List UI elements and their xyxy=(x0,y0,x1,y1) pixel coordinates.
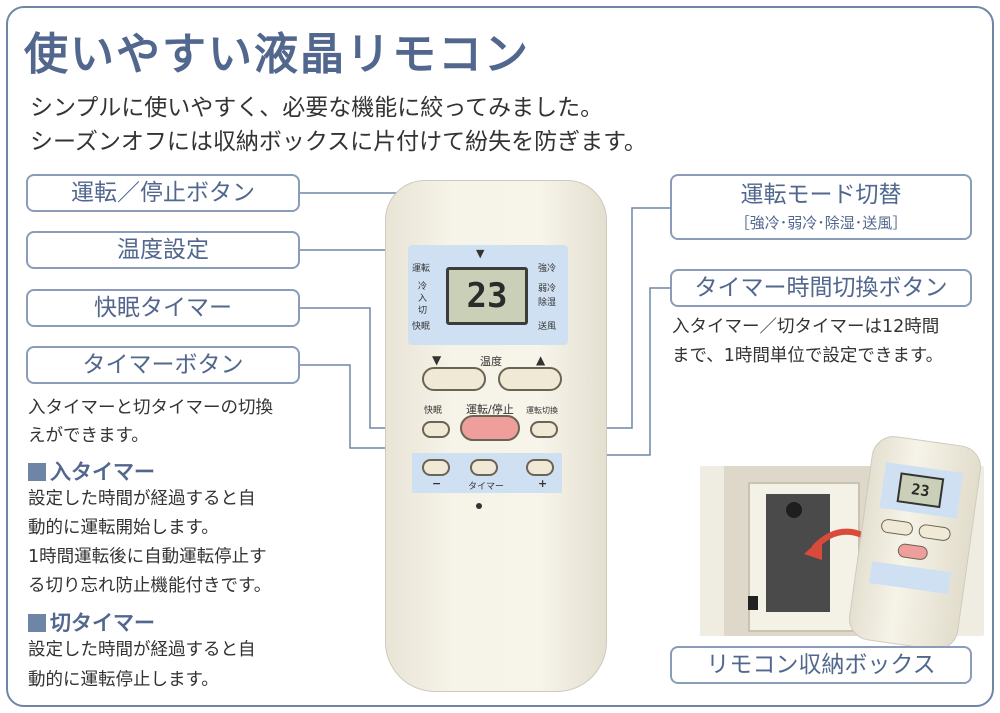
callout-temperature: 温度設定 xyxy=(26,231,300,269)
on-timer-line-3: 1時間運転後に自動運転停止す xyxy=(28,547,267,567)
callout-run-stop: 運転／停止ボタン xyxy=(26,174,300,212)
mode-switch-label: 運転モード切替 xyxy=(740,182,902,208)
timer-label: タイマー xyxy=(468,482,505,492)
on-timer-line-4: る切り忘れ防止機能付きです。 xyxy=(28,576,272,596)
off-timer-heading-text: 切タイマー xyxy=(50,611,155,635)
screw-icon xyxy=(786,502,802,518)
mini-lcd-screen: 23 xyxy=(896,472,945,509)
mini-temp-up-button xyxy=(917,523,952,542)
temp-down-button[interactable] xyxy=(422,367,486,391)
off-timer-line-1: 設定した時間が経過すると自 xyxy=(28,640,256,660)
timer-switch-desc-1: 入タイマー／切タイマーは12時間 xyxy=(672,317,940,337)
subtitle-line-1: シンプルに使いやすく、必要な機能に絞ってみました。 xyxy=(30,95,604,121)
run-stop-label: 運転/停止 xyxy=(466,403,514,416)
temp-down-arrow-icon: ▼ xyxy=(432,353,442,367)
mini-temp-down-button xyxy=(880,518,914,537)
square-bullet-icon xyxy=(28,614,46,632)
callout-storage-box: リモコン収納ボックス xyxy=(670,646,972,684)
page-title: 使いやすい液晶リモコン xyxy=(24,29,530,80)
timer-minus-button[interactable] xyxy=(422,459,450,476)
callout-timer-switch: タイマー時間切換ボタン xyxy=(670,269,972,307)
timer-switch-desc-2: まで、1時間単位で設定できます。 xyxy=(672,346,944,366)
timer-plus-label: + xyxy=(538,477,548,490)
callout-sleep-timer: 快眠タイマー xyxy=(26,289,300,327)
lcd-temperature-display: 23 xyxy=(446,267,528,325)
lcd-right-label-fan: 送風 xyxy=(538,322,557,332)
lcd-right-label-weak: 弱冷 xyxy=(538,284,557,294)
on-timer-line-1: 設定した時間が経過すると自 xyxy=(28,489,256,509)
temp-up-button[interactable] xyxy=(498,367,562,391)
mini-timer-band xyxy=(868,561,952,595)
lcd-left-label-cool: 冷 xyxy=(418,282,428,292)
callout-timer-button: タイマーボタン xyxy=(26,346,300,384)
lcd-left-label-off: 切 xyxy=(418,306,428,316)
on-timer-line-2: 動的に運転開始します。 xyxy=(28,518,219,538)
off-timer-heading: 切タイマー xyxy=(28,607,155,637)
sleep-label: 快眠 xyxy=(424,406,443,416)
timer-button-desc-2: えができます。 xyxy=(28,426,149,446)
lcd-right-label-dry: 除湿 xyxy=(538,298,557,308)
temp-label: 温度 xyxy=(480,355,502,368)
lcd-left-label-sleep: 快眠 xyxy=(412,322,431,332)
lcd-left-label-on: 入 xyxy=(418,294,428,304)
mini-run-button xyxy=(896,542,929,561)
timer-minus-label: − xyxy=(432,477,442,490)
off-timer-line-2: 動的に運転停止します。 xyxy=(28,670,219,690)
mode-switch-options: ［強冷･弱冷･除湿･送風］ xyxy=(734,214,908,232)
mode-switch-button[interactable] xyxy=(530,421,558,438)
sleep-timer-button[interactable] xyxy=(422,421,450,438)
latch-icon xyxy=(748,596,758,610)
timer-plus-button[interactable] xyxy=(526,459,554,476)
on-timer-heading-text: 入タイマー xyxy=(50,460,155,484)
on-timer-heading: 入タイマー xyxy=(28,456,155,486)
timer-button-desc-1: 入タイマーと切タイマーの切換 xyxy=(28,398,273,418)
temp-up-arrow-icon: ▲ xyxy=(536,353,546,367)
lcd-left-label-run: 運転 xyxy=(412,264,431,274)
signal-icon: ▼ xyxy=(476,247,485,260)
remote-control: ▼ 運転 冷 入 切 快眠 23 強冷 弱冷 除湿 送風 ▼ 温度 ▲ 快眠 運… xyxy=(385,180,607,692)
square-bullet-icon xyxy=(28,463,46,481)
timer-button[interactable] xyxy=(470,459,498,476)
run-stop-button[interactable] xyxy=(460,415,520,441)
reset-hole-icon xyxy=(476,503,482,509)
mode-label: 運転切換 xyxy=(526,406,558,415)
subtitle-line-2: シーズンオフには収納ボックスに片付けて紛失を防ぎます。 xyxy=(30,129,647,155)
lcd-panel: ▼ 運転 冷 入 切 快眠 23 強冷 弱冷 除湿 送風 xyxy=(408,245,568,345)
callout-mode-switch: 運転モード切替 ［強冷･弱冷･除湿･送風］ xyxy=(670,174,972,240)
lcd-right-label-strong: 強冷 xyxy=(538,264,557,274)
